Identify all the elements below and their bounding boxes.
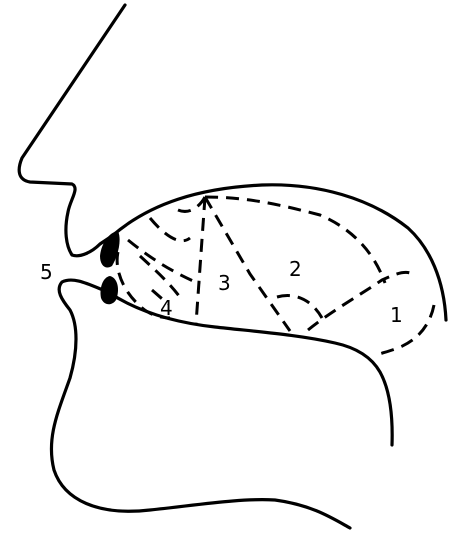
region-boundary	[277, 296, 322, 318]
region-boundary	[196, 197, 205, 324]
region-boundary	[374, 305, 434, 356]
region-boundary	[140, 256, 182, 300]
region-label-3: 3	[218, 271, 231, 295]
region-boundary	[205, 197, 290, 331]
nose-profile	[19, 5, 125, 256]
region-label-1: 1	[390, 303, 403, 327]
region-boundary	[150, 218, 190, 241]
lower-lip-opening	[100, 276, 118, 304]
region-label-4: 4	[160, 296, 173, 320]
chin-profile	[51, 280, 350, 528]
region-label-2: 2	[289, 257, 302, 281]
region-label-5: 5	[40, 260, 53, 284]
